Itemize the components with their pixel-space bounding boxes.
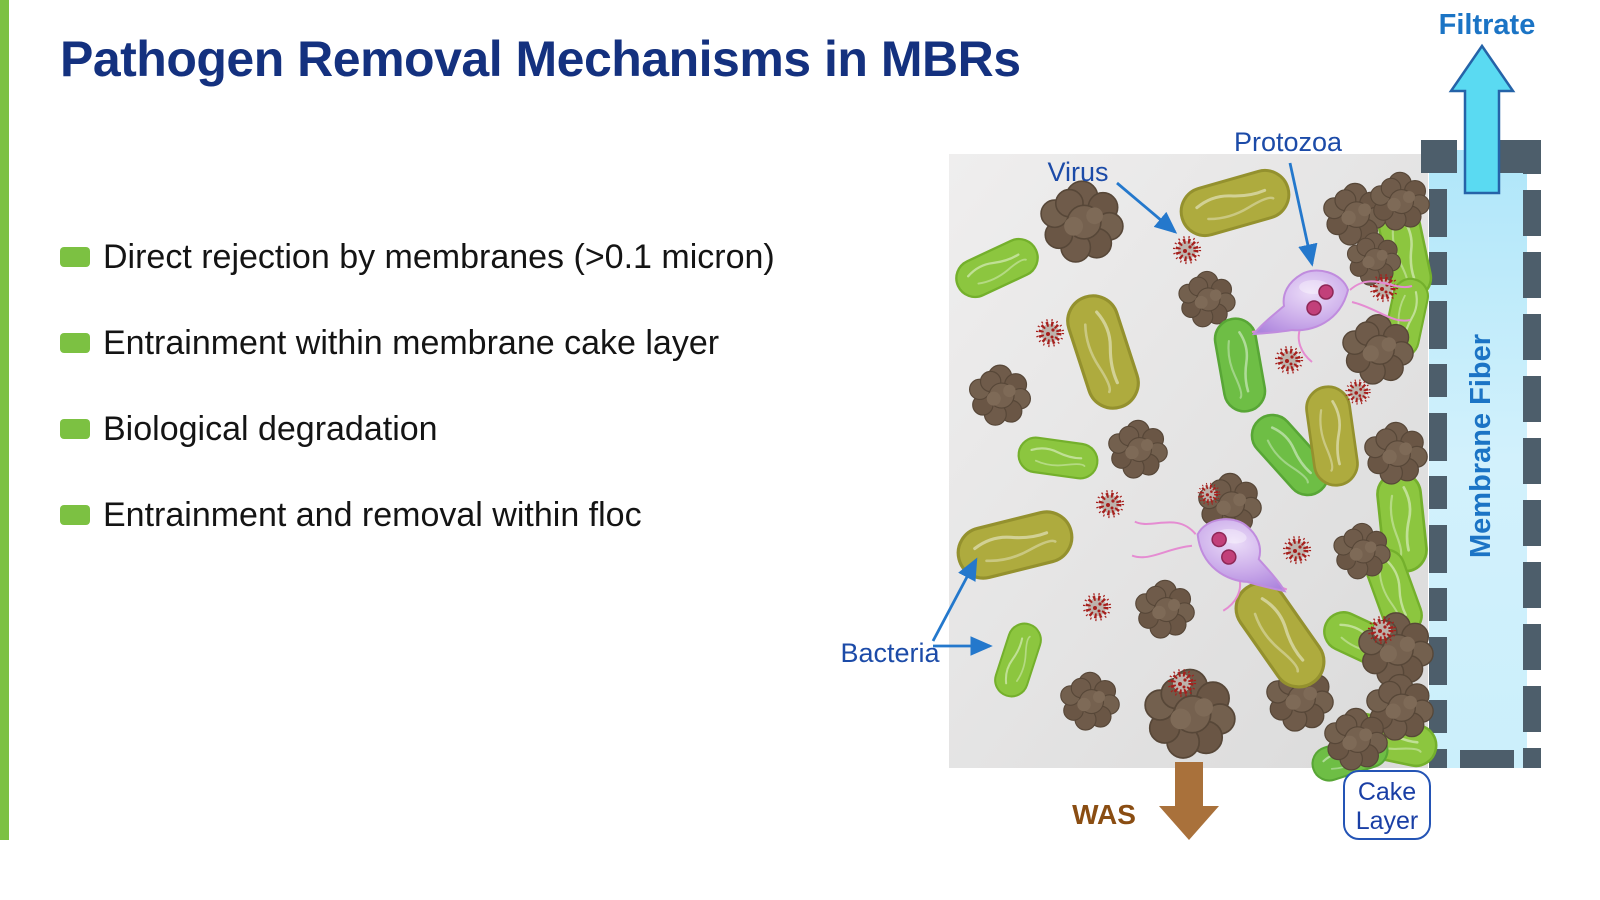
- bacteria-callout-arrow: [931, 557, 978, 642]
- bullet-text: Direct rejection by membranes (>0.1 micr…: [103, 238, 775, 276]
- was-arrow: [1159, 762, 1219, 840]
- membrane-fiber-label: Membrane Fiber: [1465, 334, 1497, 558]
- bullet-text: Entrainment and removal within floc: [103, 496, 642, 534]
- bullet-marker: [60, 419, 90, 439]
- membrane-dash-top-left: [1421, 140, 1457, 173]
- cake-layer-callout-box: [1343, 770, 1431, 840]
- bullet-text: Entrainment within membrane cake layer: [103, 324, 720, 362]
- list-item: Entrainment and removal within floc: [60, 496, 940, 534]
- bullet-marker: [60, 505, 90, 525]
- bullet-list: Direct rejection by membranes (>0.1 micr…: [60, 238, 940, 582]
- bacteria-label: Bacteria: [840, 638, 940, 668]
- list-item: Direct rejection by membranes (>0.1 micr…: [60, 238, 940, 276]
- left-accent-bar: [0, 0, 9, 840]
- virus-label: Virus: [1047, 157, 1108, 187]
- list-item: Entrainment within membrane cake layer: [60, 324, 940, 362]
- filtrate-label: Filtrate: [1439, 9, 1536, 41]
- filtrate-arrow: [1448, 43, 1516, 195]
- bullet-marker: [60, 333, 90, 353]
- bullet-marker: [60, 247, 90, 267]
- protozoa-label: Protozoa: [1234, 127, 1343, 157]
- protozoa-callout-arrow: [1288, 162, 1318, 267]
- membrane-dash-top-right: [1499, 140, 1541, 173]
- cake-layer-label-line2: Layer: [1356, 807, 1419, 835]
- bullet-text: Biological degradation: [103, 410, 438, 448]
- membrane-dash-bottom: [1460, 750, 1514, 768]
- list-item: Biological degradation: [60, 410, 940, 448]
- page-title: Pathogen Removal Mechanisms in MBRs: [60, 31, 1021, 87]
- cake-layer-label-line1: Cake: [1358, 778, 1416, 806]
- was-label: WAS: [1072, 799, 1136, 830]
- virus-callout-arrow: [1116, 181, 1178, 234]
